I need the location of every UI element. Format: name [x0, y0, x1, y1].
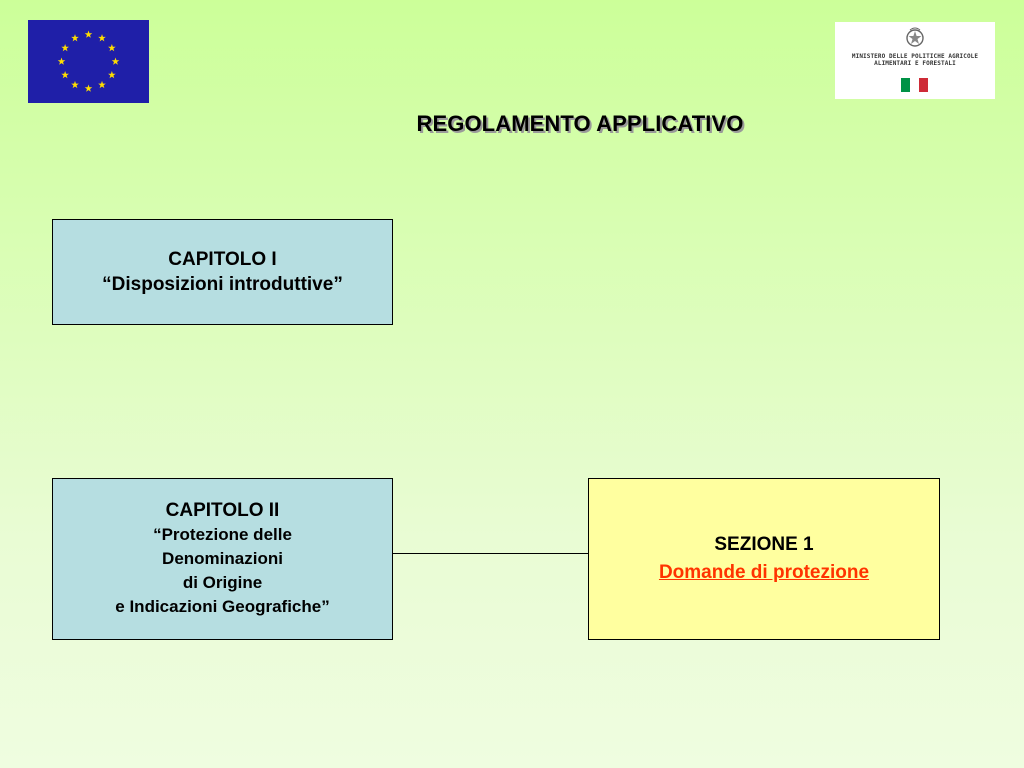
ministry-name-line-1: MINISTERO DELLE POLITICHE AGRICOLE [851, 53, 979, 60]
connector-line [393, 553, 588, 554]
ministry-name-line-2: ALIMENTARI E FORESTALI [874, 60, 956, 67]
capitolo-2-line-1: “Protezione delle [153, 525, 292, 544]
ministry-name: MINISTERO DELLE POLITICHE AGRICOLE ALIME… [835, 53, 995, 67]
capitolo-2-heading: CAPITOLO II [165, 500, 280, 521]
eu-star-icon [98, 34, 106, 42]
capitolo-2-line-2: Denominazioni [162, 549, 283, 568]
eu-star-icon [57, 57, 66, 65]
italian-flag-icon [901, 78, 928, 92]
domande-di-protezione-link[interactable]: Domande di protezione [658, 562, 870, 583]
capitolo-1-heading: CAPITOLO I [168, 249, 277, 270]
flag-red-band [919, 78, 928, 92]
eu-star-icon [61, 71, 69, 79]
flag-white-band [910, 78, 919, 92]
eu-star-icon [84, 84, 93, 92]
eu-flag-icon [57, 30, 120, 92]
eu-star-icon [98, 80, 106, 89]
eu-star-icon [111, 57, 120, 65]
eu-star-icon [108, 71, 116, 79]
eu-star-icon [84, 30, 93, 38]
eu-star-icon [71, 80, 79, 89]
sezione-1-heading: SEZIONE 1 [714, 534, 814, 555]
ministry-logo: MINISTERO DELLE POLITICHE AGRICOLE ALIME… [835, 22, 995, 99]
eu-stars [57, 30, 120, 92]
capitolo-1-subtitle: “Disposizioni introduttive” [102, 274, 343, 295]
eu-star-icon [71, 34, 79, 42]
flag-green-band [901, 78, 910, 92]
eu-star-icon [61, 44, 69, 52]
page-title: REGOLAMENTO APPLICATIVO [416, 111, 744, 136]
italian-republic-emblem-icon [906, 27, 924, 47]
capitolo-2-line-4: e Indicazioni Geografiche” [115, 597, 330, 616]
capitolo-2-line-3: di Origine [182, 573, 263, 592]
capitolo-1-box: CAPITOLO I “Disposizioni introduttive” [52, 219, 393, 325]
eu-star-icon [108, 44, 116, 52]
capitolo-2-box: CAPITOLO II “Protezione delle Denominazi… [52, 478, 393, 640]
sezione-1-box: SEZIONE 1 Domande di protezione [588, 478, 940, 640]
eu-flag-logo [28, 20, 149, 103]
